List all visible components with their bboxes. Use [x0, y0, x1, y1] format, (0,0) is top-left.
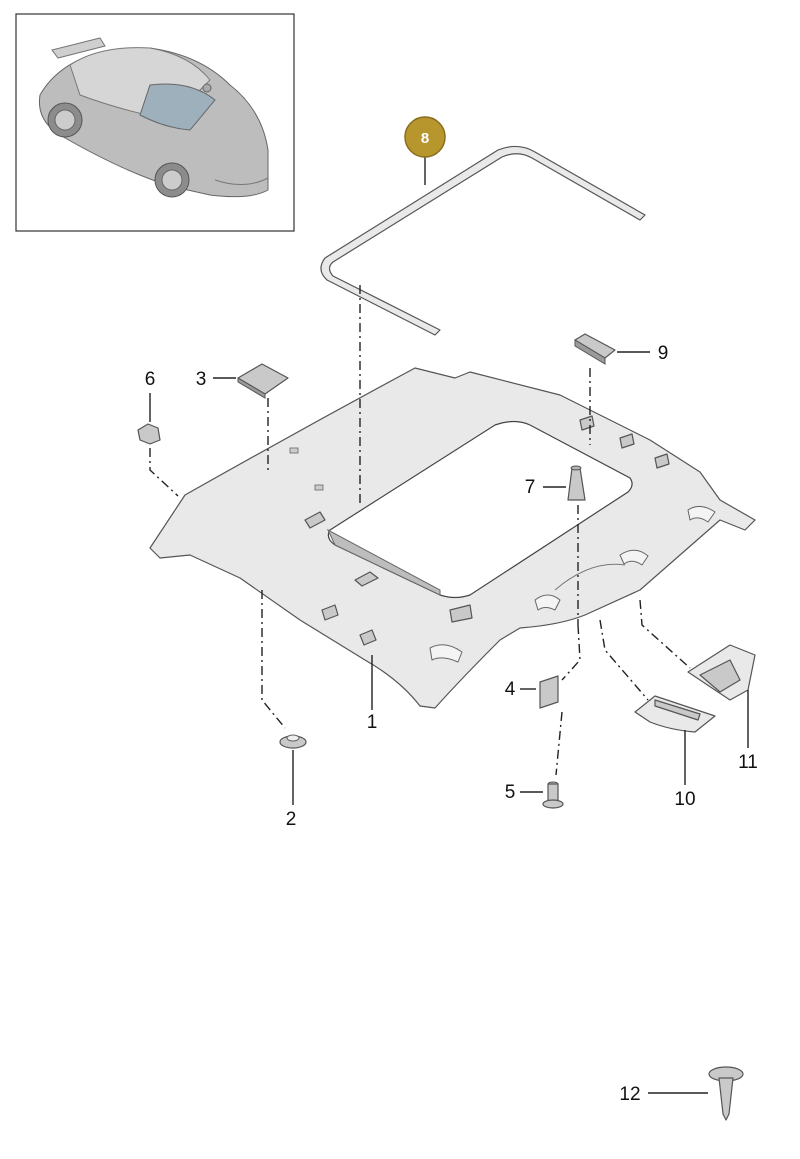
- car-illustration: [38, 37, 269, 198]
- callout-1-label[interactable]: 1: [367, 712, 378, 733]
- part-4-plate: [539, 675, 559, 709]
- part-5-screw: [542, 781, 564, 809]
- callout-6-label[interactable]: 6: [145, 369, 156, 390]
- callout-8-badge[interactable]: 8: [404, 116, 446, 158]
- callout-5-label[interactable]: 5: [505, 782, 516, 803]
- part-7-pin: [567, 465, 586, 501]
- callout-11-label[interactable]: 11: [738, 752, 758, 773]
- part-6-clip: [137, 423, 161, 445]
- callout-10-label[interactable]: 10: [674, 789, 695, 810]
- callout-4-label[interactable]: 4: [505, 679, 516, 700]
- callout-labels: 1 2 3 4 5 6 7 9 10 11 12: [145, 343, 758, 1105]
- part-10-cover: [634, 695, 716, 733]
- callout-9-label[interactable]: 9: [658, 343, 669, 364]
- part-9-bracket: [574, 333, 616, 365]
- part-3-pad: [237, 363, 289, 399]
- part-8-seal: [320, 145, 646, 336]
- callout-7-label[interactable]: 7: [525, 477, 536, 498]
- callout-8-label: 8: [421, 130, 429, 147]
- callout-12-label[interactable]: 12: [619, 1084, 640, 1105]
- callout-2-label[interactable]: 2: [286, 809, 297, 830]
- assembly-lines: [149, 285, 691, 776]
- part-12-screw: [708, 1066, 744, 1121]
- callout-leaders: [149, 155, 749, 1094]
- vehicle-thumbnail: [15, 13, 295, 232]
- callout-3-label[interactable]: 3: [196, 369, 207, 390]
- part-1-headliner: [149, 367, 756, 709]
- part-11-trim: [687, 644, 756, 701]
- part-2-nut: [279, 734, 307, 749]
- highlight-badge: [404, 116, 446, 158]
